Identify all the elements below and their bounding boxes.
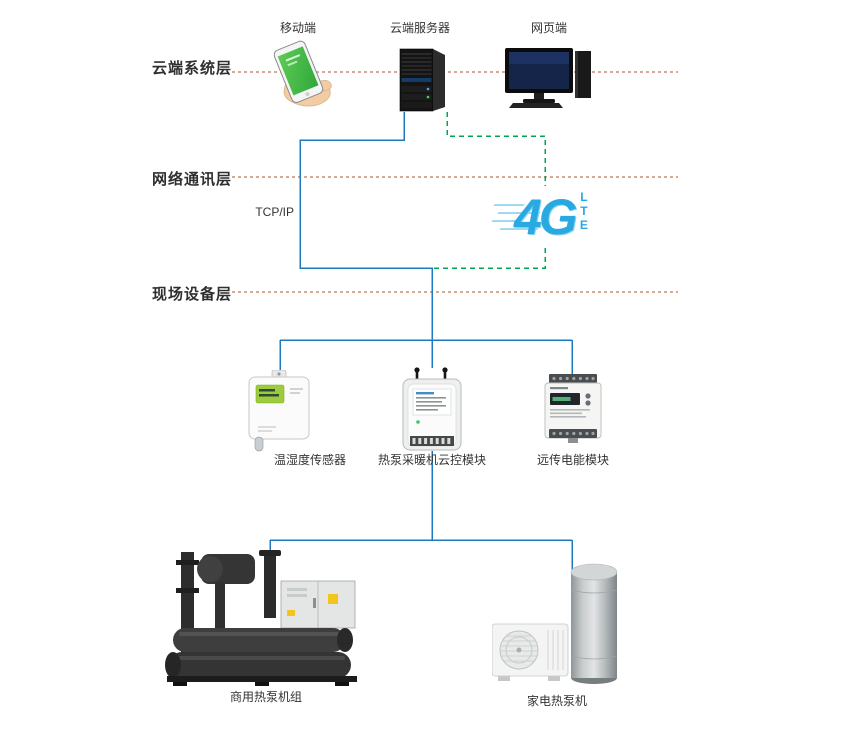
meter-caption: 远传电能模块 bbox=[536, 453, 609, 467]
layer-label-field: 现场设备层 bbox=[152, 286, 233, 303]
energy-meter-icon bbox=[544, 374, 602, 443]
temp-humidity-sensor-icon bbox=[248, 370, 310, 452]
layer-label-network: 网络通讯层 bbox=[152, 171, 233, 188]
tcpip-link-line bbox=[269, 112, 573, 570]
server-caption: 云端服务器 bbox=[389, 21, 450, 35]
sensor-caption: 温湿度传感器 bbox=[273, 453, 346, 467]
home-unit-caption: 家电热泵机 bbox=[526, 694, 587, 708]
mobile-caption: 移动端 bbox=[279, 21, 316, 35]
4g-lte-logo: 4G LTE bbox=[491, 186, 610, 248]
controller-caption: 热泵采暖机云控模块 bbox=[377, 453, 486, 467]
tcpip-label: TCP/IP bbox=[255, 205, 294, 219]
commercial-unit-caption: 商用热泵机组 bbox=[229, 690, 302, 704]
web-terminal-icon bbox=[505, 48, 591, 108]
commercial-heat-pump-icon bbox=[165, 550, 357, 686]
cloud-control-module-icon bbox=[402, 367, 462, 451]
home-heat-pump-icon bbox=[492, 563, 618, 684]
web-caption: 网页端 bbox=[530, 21, 567, 35]
layer-label-cloud: 云端系统层 bbox=[152, 60, 233, 77]
cloud-server-icon bbox=[399, 48, 445, 112]
logo-4g-text: 4G bbox=[514, 189, 578, 245]
logo-lte-text: LTE bbox=[576, 190, 591, 232]
mobile-phone-icon bbox=[273, 40, 332, 107]
